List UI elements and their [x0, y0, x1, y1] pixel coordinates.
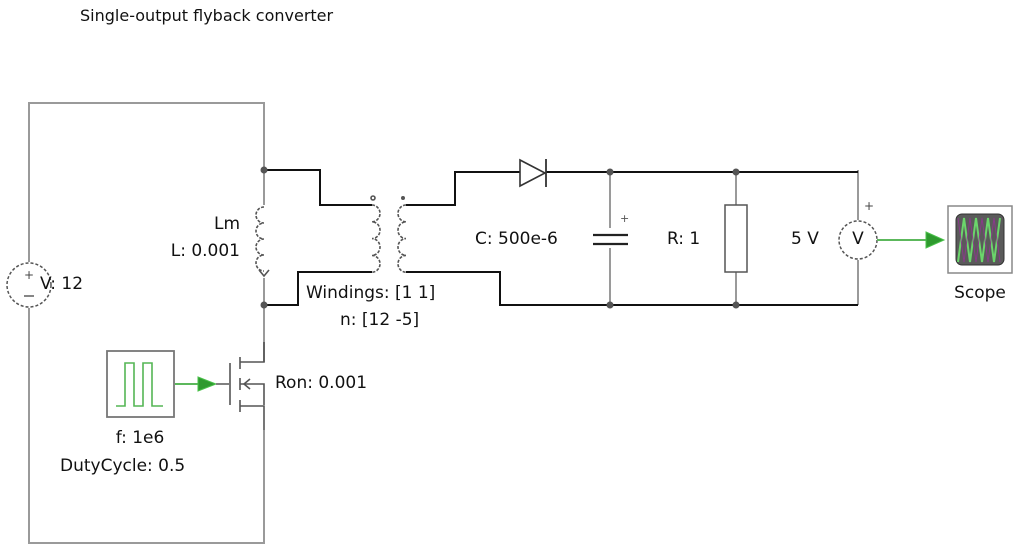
wire-bottom-left[interactable] — [28, 308, 265, 544]
capacitor-icon[interactable] — [593, 233, 628, 246]
mosfet-label: Ron: 0.001 — [275, 373, 368, 393]
voltmeter-plus-sign: + — [864, 199, 875, 213]
wire-primary-bottom[interactable] — [264, 271, 372, 306]
node — [732, 168, 740, 176]
transformer-windings-label: Windings: [1 1] — [306, 283, 436, 303]
polarity-dot-secondary — [400, 196, 405, 201]
transformer-icon[interactable] — [370, 195, 407, 273]
voltage-source-label: V: 12 — [40, 274, 84, 294]
signal-wire-scope[interactable] — [877, 231, 946, 249]
wire-output-bottom[interactable] — [406, 271, 858, 306]
frame-wires — [28, 102, 859, 544]
wire-secondary-top[interactable] — [406, 171, 520, 206]
scope-label: Scope — [954, 283, 1006, 303]
transformer-turns-label: n: [12 -5] — [340, 310, 420, 330]
resistor-icon[interactable] — [724, 204, 748, 273]
scope-icon[interactable] — [947, 205, 1013, 274]
signal-wire-gate[interactable] — [175, 376, 229, 392]
diagram-title: Single-output flyback converter — [80, 6, 334, 25]
polarity-dot-primary — [370, 195, 376, 201]
pulse-duty-label: DutyCycle: 0.5 — [60, 456, 186, 476]
nodes — [260, 166, 740, 309]
inductor-param-label: L: 0.001 — [170, 241, 240, 261]
capacitor-plus-sign: + — [620, 212, 630, 225]
inductor-name-label: Lm — [213, 214, 240, 234]
node — [260, 166, 268, 174]
node — [606, 168, 614, 176]
capacitor-label: C: 500e-6 — [475, 229, 558, 249]
node — [606, 301, 614, 309]
voltage-source-icon[interactable]: + — [6, 262, 52, 308]
node — [260, 301, 268, 309]
diode-icon[interactable] — [519, 158, 547, 188]
inductor-lm-icon[interactable] — [255, 206, 270, 278]
wire-top-left[interactable] — [28, 102, 265, 262]
mosfet-icon[interactable] — [229, 342, 265, 430]
pulse-generator-icon[interactable] — [106, 350, 175, 418]
wire-primary-top[interactable] — [264, 169, 372, 206]
resistor-label: R: 1 — [667, 229, 701, 249]
node — [732, 301, 740, 309]
electrical-wires — [264, 169, 858, 306]
svg-text:+: + — [24, 268, 34, 282]
voltmeter-reading: 5 V — [791, 229, 819, 249]
pulse-freq-label: f: 1e6 — [115, 428, 165, 448]
voltmeter-symbol: V — [852, 229, 864, 249]
